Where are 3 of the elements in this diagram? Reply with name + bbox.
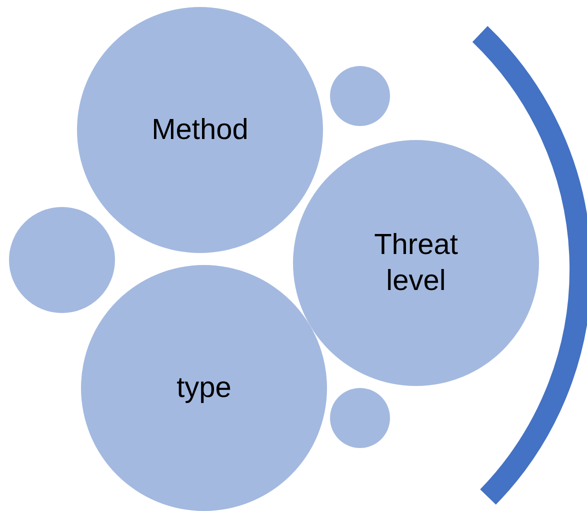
circle-label: Threat level [373, 228, 459, 299]
circle-label: type [176, 371, 232, 406]
circle-label: Method [150, 113, 250, 148]
